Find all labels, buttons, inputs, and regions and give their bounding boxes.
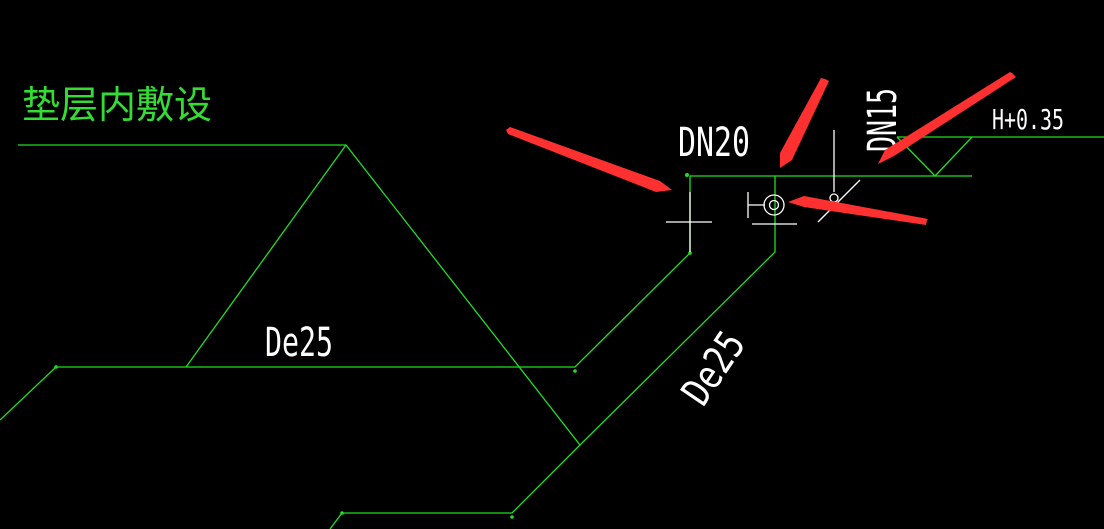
label-dn20: DN20 — [678, 120, 750, 166]
label-dn15: DN15 — [860, 88, 906, 152]
node-dot — [54, 365, 58, 369]
annotation-arrows — [506, 72, 1016, 225]
node-dot — [510, 515, 514, 519]
arrow-to-dn20 — [506, 127, 672, 192]
label-de25-horizontal: De25 — [265, 320, 333, 366]
fitting-symbols — [666, 130, 861, 252]
node-dot — [688, 251, 692, 255]
valve-inner-circle — [768, 199, 780, 211]
label-de25-diagonal: De25 — [673, 323, 755, 413]
drawing-title: 垫层内敷设 — [22, 83, 212, 127]
node-dot — [340, 511, 344, 515]
label-elevation: H+0.35 — [992, 103, 1064, 136]
elevation-marker — [896, 136, 973, 177]
arrow-to-valve-circle — [788, 196, 928, 225]
pipe-lines — [0, 136, 1104, 529]
pipe-nodes — [54, 173, 692, 519]
node-dot — [573, 369, 577, 373]
dn15-joint-circle — [829, 193, 839, 203]
node-dot — [685, 173, 689, 177]
arrow-to-valve-top — [780, 78, 829, 168]
pipe-bottom-route — [329, 444, 581, 529]
valve-outer-circle — [763, 194, 785, 216]
pipe-de25-route — [0, 175, 972, 421]
arrow-to-dn15 — [878, 72, 1016, 164]
pipe-left-slope — [185, 144, 347, 368]
dn15-slash-symbol — [817, 179, 861, 223]
